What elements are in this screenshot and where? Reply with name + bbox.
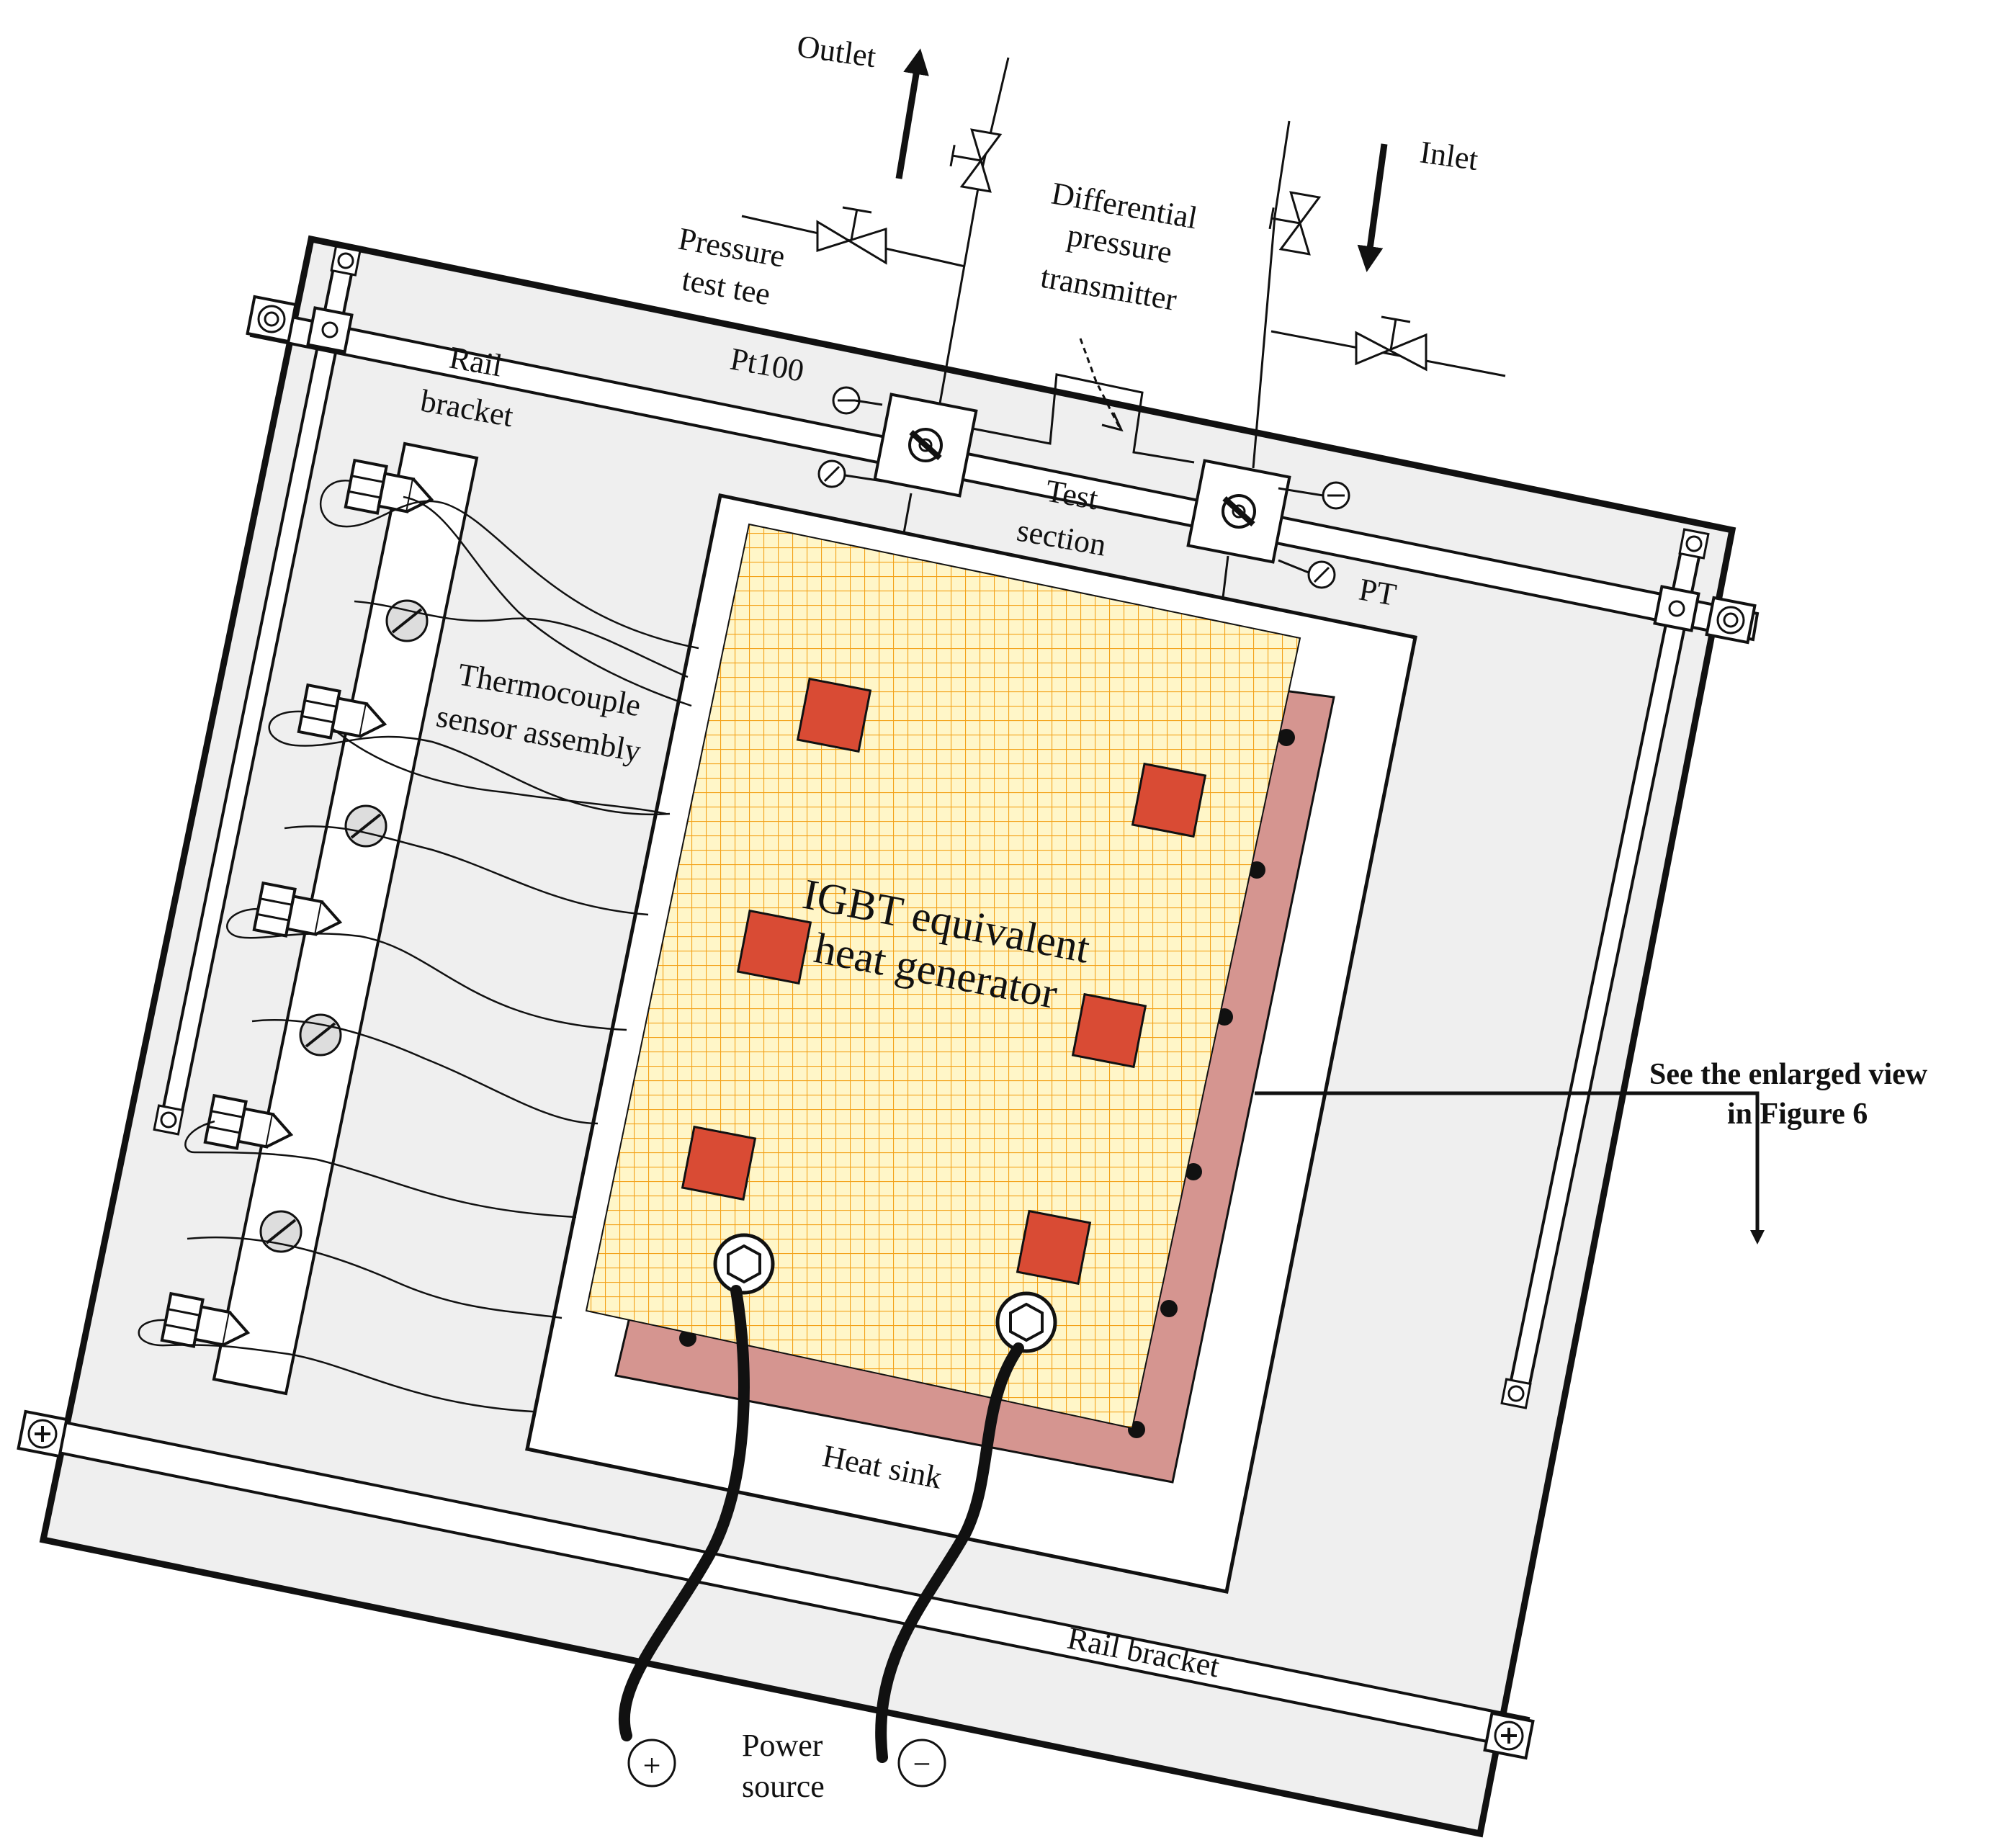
see-enlarged-view-label: See the enlarged view	[1649, 1058, 1928, 1091]
chip-2	[1131, 762, 1207, 838]
chip-6	[1016, 1209, 1092, 1286]
screw-2	[344, 804, 387, 848]
chip-3	[736, 909, 812, 985]
pt100-outlet-gauge	[832, 386, 883, 415]
positive-terminal	[713, 1233, 775, 1295]
chip-5	[681, 1125, 757, 1201]
negative-terminal	[995, 1291, 1057, 1353]
pt100-inlet-gauge	[1278, 481, 1350, 510]
screw-3	[299, 1013, 342, 1057]
thermocouple-wires	[138, 480, 699, 1413]
thermocouple-fitting-3	[252, 881, 343, 938]
thermocouple-fitting-2	[297, 683, 387, 740]
left-vertical-rail	[153, 245, 362, 1136]
inlet-arrow	[1357, 143, 1388, 272]
screw-1	[385, 599, 429, 642]
power-source-label: Power	[742, 1728, 823, 1763]
positive-cable	[618, 1285, 750, 1741]
outlet-valve	[949, 128, 1003, 193]
figure-6-leader	[1255, 1091, 1765, 1244]
minus-symbol: −	[897, 1739, 946, 1788]
pt-outlet-gauge	[817, 459, 883, 488]
svg-text:in Figure 6: in Figure 6	[1727, 1098, 1868, 1131]
svg-text:−: −	[913, 1746, 931, 1782]
plus-symbol: +	[627, 1739, 676, 1788]
igbt-heat-generator	[585, 523, 1301, 1430]
svg-text:+: +	[643, 1748, 661, 1783]
inlet-valve	[1268, 191, 1322, 256]
inlet-label: Inlet	[1418, 134, 1481, 177]
outlet-label: Outlet	[795, 28, 879, 74]
inlet-line	[1222, 120, 1506, 598]
inlet-side-valve	[1355, 315, 1427, 372]
pt-label: PT	[1356, 572, 1399, 613]
svg-text:source: source	[742, 1769, 825, 1804]
outlet-arrow	[895, 48, 929, 179]
pressure-test-tee-valve	[816, 206, 887, 265]
bottom-rail-bracket	[17, 1409, 1535, 1760]
test-section-pipe	[873, 393, 1291, 564]
thermocouple-fitting-4	[203, 1093, 294, 1150]
negative-cable	[875, 1342, 1024, 1763]
chip-1	[796, 677, 872, 753]
chip-4	[1071, 992, 1147, 1069]
igbt-chips	[681, 677, 1207, 1286]
pt-inlet-gauge	[1278, 559, 1336, 589]
differential-pressure-transmitter	[972, 338, 1195, 464]
screw-4	[259, 1210, 302, 1253]
thermocouple-fitting-5	[160, 1291, 251, 1348]
right-vertical-rail	[1500, 528, 1710, 1409]
